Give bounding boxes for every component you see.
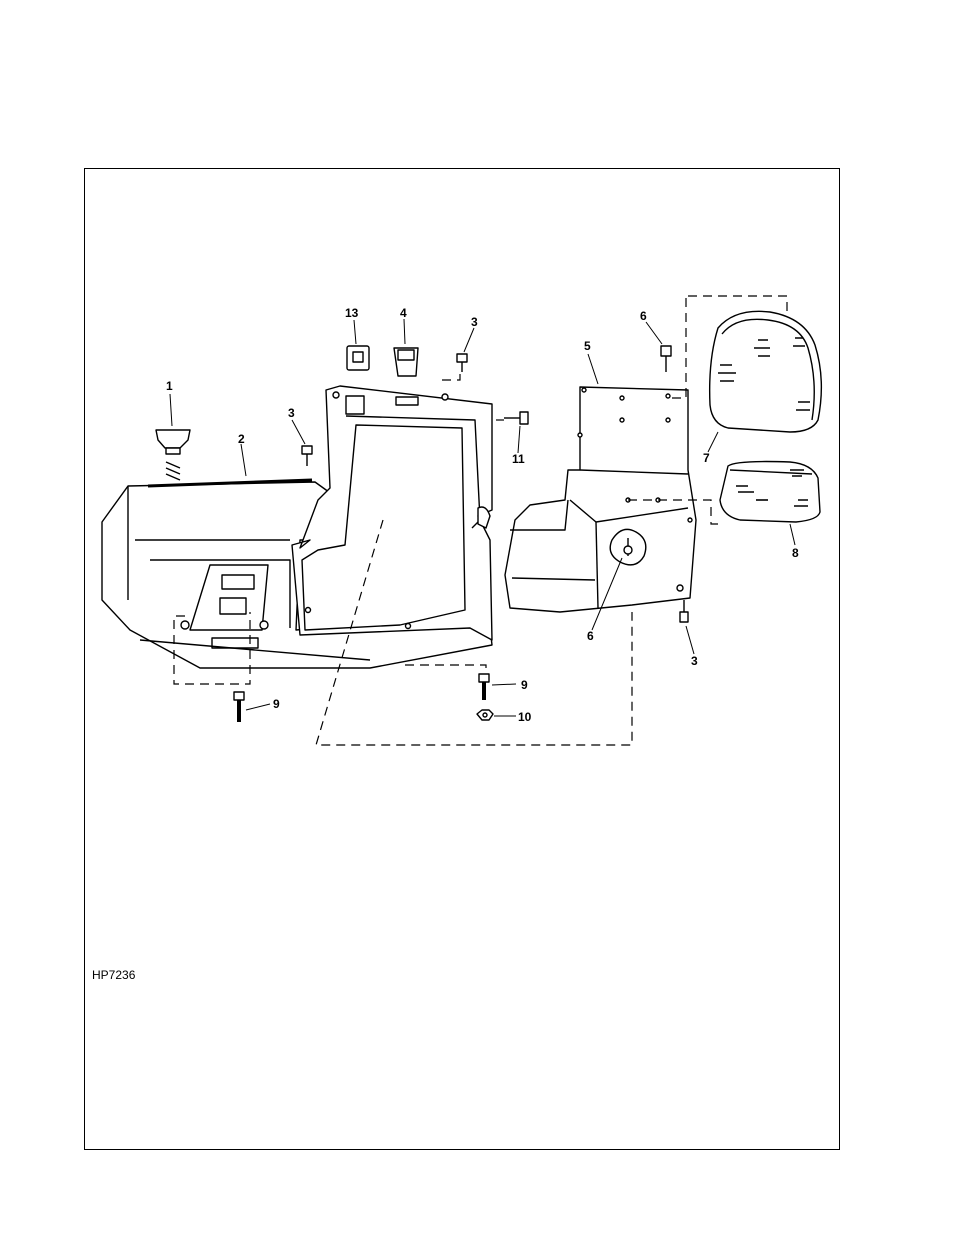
seat-cushion: [720, 462, 820, 523]
screw-11: [504, 412, 528, 424]
callout-1: 1: [166, 379, 173, 393]
nut-10: [477, 710, 493, 720]
screw-6-upper: [661, 346, 671, 372]
callout-11: 11: [512, 452, 525, 466]
callout-5: 5: [584, 339, 591, 353]
screw-3-left: [302, 446, 312, 466]
callout-8: 8: [792, 546, 799, 560]
bolt-9-center: [479, 674, 489, 700]
callout-2: 2: [238, 432, 245, 446]
part-1-cap: [156, 430, 190, 480]
callout-9-left: 9: [273, 697, 280, 711]
part-4-receptacle: [394, 348, 418, 376]
bolt-9-left: [234, 692, 244, 722]
callout-6-upper: 6: [640, 309, 647, 323]
callout-9-center: 9: [521, 678, 528, 692]
screw-3-upper: [457, 354, 467, 372]
callout-3-lower: 3: [691, 654, 698, 668]
rear-housing: [292, 386, 492, 640]
callout-4: 4: [400, 306, 407, 320]
figure-code: HP7236: [92, 968, 135, 982]
callout-3-left: 3: [288, 406, 295, 420]
seat-base: [505, 387, 696, 612]
screw-3-lower: [680, 600, 688, 622]
callout-7: 7: [703, 451, 710, 465]
callout-3-upper: 3: [471, 315, 478, 329]
callout-13: 13: [345, 306, 359, 320]
seat-back-cushion: [710, 311, 822, 432]
callout-6-lower: 6: [587, 629, 594, 643]
callout-10: 10: [518, 710, 532, 724]
part-13-switch: [347, 346, 369, 370]
